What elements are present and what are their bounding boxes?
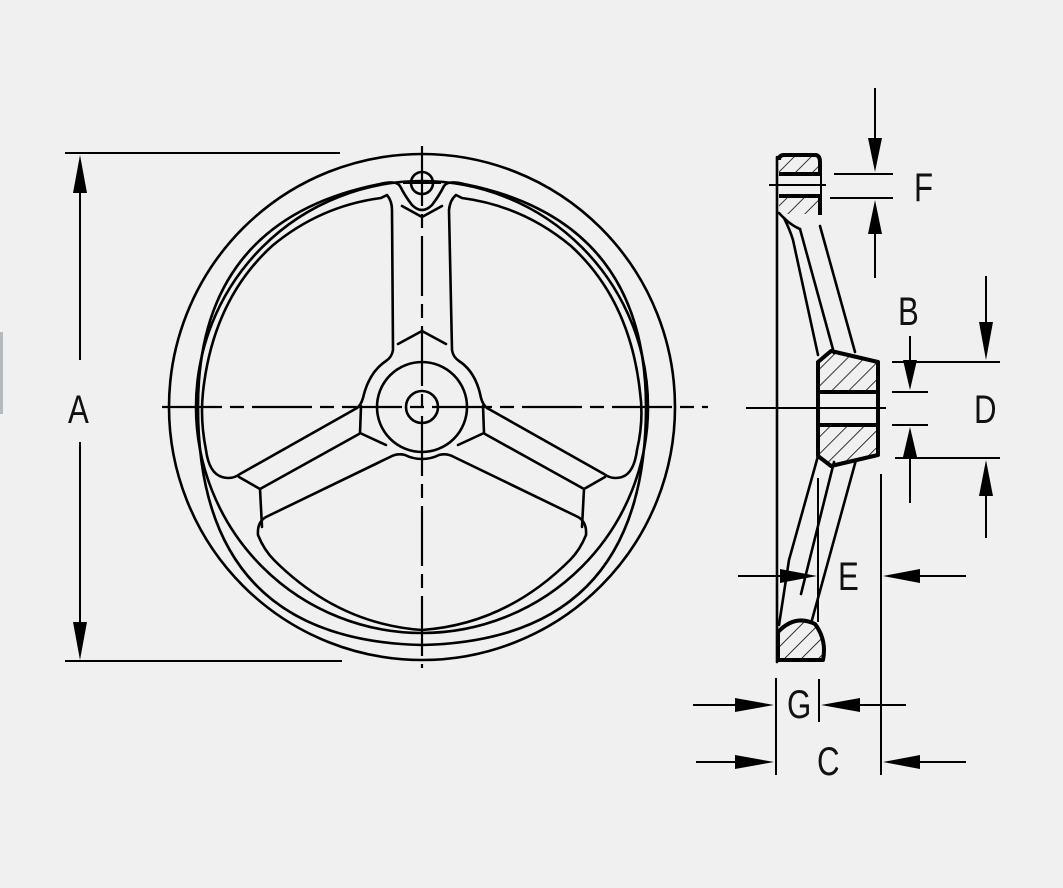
dim-g-arrow-right-icon [735,698,774,712]
window-bottom [256,453,588,632]
dim-c-arrow-right-icon [735,755,774,769]
dim-label-e: E [838,555,859,599]
spoke-right-ridge-inner [456,404,486,447]
lower-spoke-outer [777,454,820,627]
dim-label-b: B [898,290,919,334]
window-top-right [447,193,643,480]
upper-spoke-outer [782,216,820,357]
edge-artifact [0,332,3,414]
dim-a-arrow-up-icon [73,155,87,193]
rim-top-section [777,153,822,215]
dim-d-arrow-up-icon [979,460,993,496]
dim-b-arrow-up-icon [903,427,917,457]
spoke-left-ridge-inner [358,404,388,447]
dim-e-arrow-left-icon [883,569,920,583]
dim-label-f: F [914,166,934,210]
rim-inner-edge-top [196,181,648,409]
dim-f-arrow-down-icon [868,138,882,172]
dim-label-a: A [68,388,89,432]
front-view [65,146,708,668]
lower-spoke-inner [810,458,858,622]
spoke-left-ridge-outer [237,432,361,529]
side-section-view [693,88,1000,775]
spoke-right-ridge-outer [483,432,607,529]
dim-d-arrow-down-icon [979,322,993,360]
rim-bottom-section [776,618,826,662]
dim-g-arrow-left-icon [821,698,860,712]
dim-c-arrow-left-icon [883,755,920,769]
window-top-left [200,193,395,480]
dim-label-g: G [787,683,812,727]
upper-spoke-inner [818,224,857,354]
dim-e-arrow-right-icon [780,569,817,583]
dim-f-arrow-up-icon [868,200,882,234]
dim-a-arrow-down-icon [73,622,87,660]
dim-label-d: D [974,388,997,432]
upper-spoke-middle [798,227,836,355]
dim-label-c: C [817,740,840,784]
dim-b-arrow-down-icon [903,360,917,390]
